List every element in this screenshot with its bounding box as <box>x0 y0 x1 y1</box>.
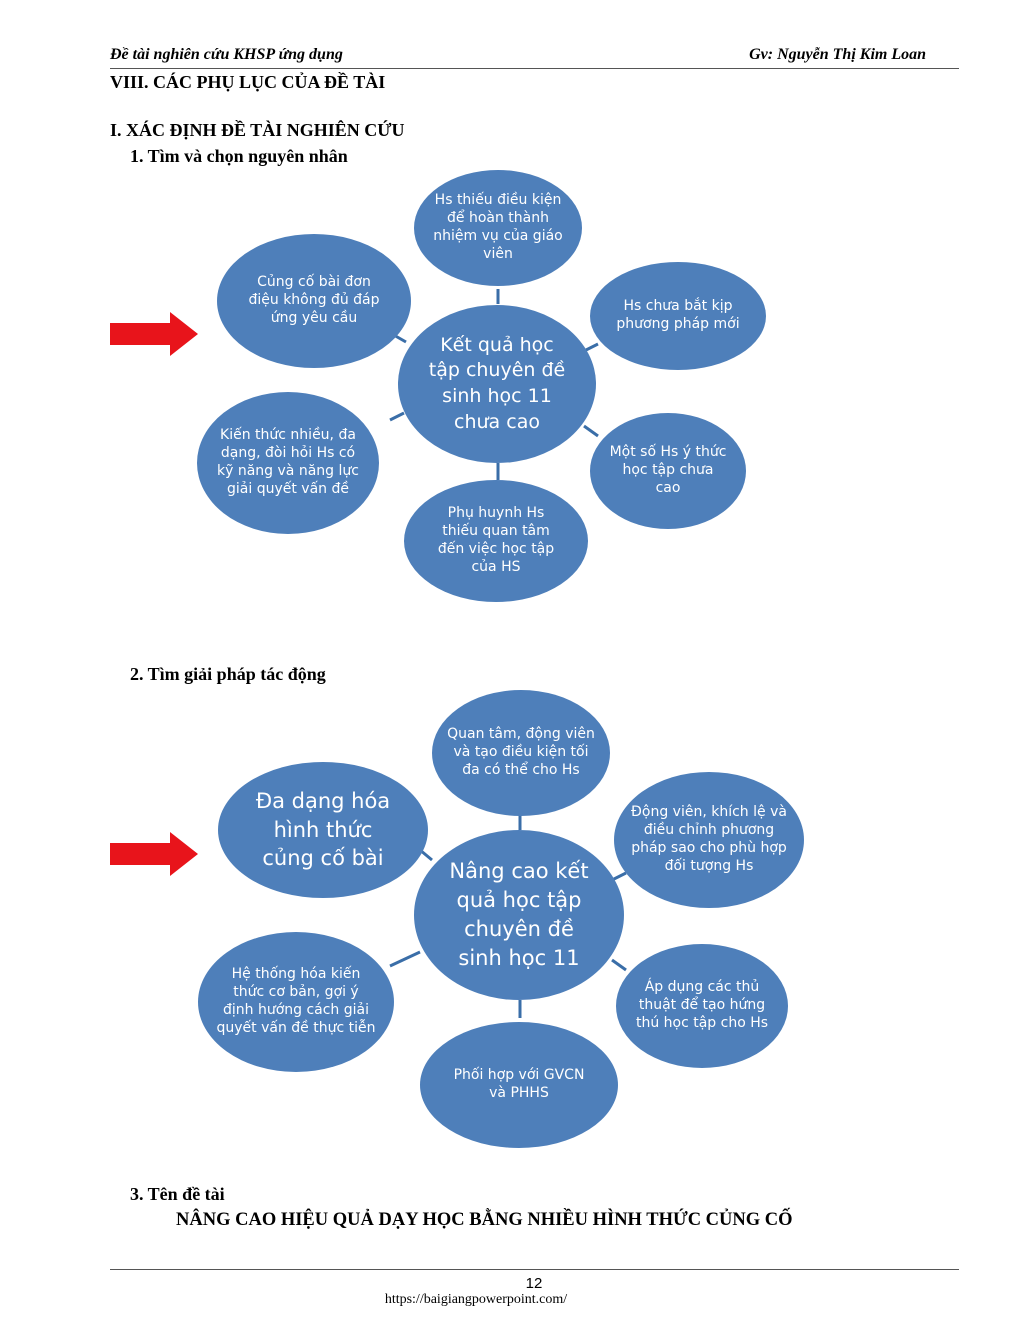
cause-top-right-bubble: Hs chưa bắt kịp phương pháp mới <box>590 262 766 370</box>
sub2-title: 2. Tìm giải pháp tác động <box>130 664 326 684</box>
connector-bottom-left <box>389 411 405 422</box>
solution-bottom-bubble: Phối hợp với GVCN và PHHS <box>420 1022 618 1148</box>
solution-center-bubble: Nâng cao kết quả học tập chuyên đề sinh … <box>414 830 624 1000</box>
solution-top-right-bubble: Động viên, khích lệ và điều chỉnh phương… <box>614 772 804 908</box>
cause-center-bubble: Kết quả học tập chuyên đề sinh học 11 ch… <box>398 305 596 463</box>
sub3-title: 3. Tên đề tài <box>130 1184 225 1204</box>
cause-top-left-bubble: Củng cố bài đơn điệu không đủ đáp ứng yê… <box>217 234 411 368</box>
header-right: Gv: Nguyễn Thị Kim Loan <box>749 46 926 63</box>
cause-bottom-right-bubble: Một số Hs ý thức học tập chưa cao <box>590 413 746 529</box>
cause-bottom-left-bubble: Kiến thức nhiều, đa dạng, đòi hỏi Hs có … <box>197 392 379 534</box>
connector-bottom-left <box>389 950 421 968</box>
solution-top-left-bubble: Đa dạng hóa hình thức củng cố bài <box>218 762 428 898</box>
solution-bottom-right-bubble: Áp dụng các thủ thuật để tạo hứng thú họ… <box>616 944 788 1068</box>
topic-title: NÂNG CAO HIỆU QUẢ DẠY HỌC BẰNG NHIỀU HÌN… <box>176 1210 793 1230</box>
page-number: 12 <box>525 1275 543 1292</box>
red-arrow-icon <box>110 312 198 356</box>
footer-rule <box>110 1269 959 1270</box>
cause-top-bubble: Hs thiếu điều kiện để hoàn thành nhiệm v… <box>414 170 582 286</box>
sub1-title: 1. Tìm và chọn nguyên nhân <box>130 146 348 166</box>
cause-diagram: Hs thiếu điều kiện để hoàn thành nhiệm v… <box>0 0 1024 620</box>
cause-bottom-bubble: Phụ huynh Hs thiếu quan tâm đến việc học… <box>404 480 588 602</box>
footer-url: https://baigiangpowerpoint.com/ <box>384 1292 568 1307</box>
red-arrow-icon <box>110 832 198 876</box>
solution-bottom-left-bubble: Hệ thống hóa kiến thức cơ bản, gợi ý địn… <box>198 932 394 1072</box>
header-rule <box>110 68 959 69</box>
solution-diagram: Quan tâm, động viên và tạo điều kiện tối… <box>110 690 804 1148</box>
connector-top-right <box>585 342 599 352</box>
section-title: VIII. CÁC PHỤ LỤC CỦA ĐỀ TÀI <box>110 72 386 92</box>
solution-top-bubble: Quan tâm, động viên và tạo điều kiện tối… <box>432 690 610 816</box>
header-left: Đề tài nghiên cứu KHSP ứng dụng <box>110 46 343 63</box>
connector-bottom-right <box>611 958 627 972</box>
part-title: I. XÁC ĐỊNH ĐỀ TÀI NGHIÊN CỨU <box>110 120 405 140</box>
connector-bottom-right <box>583 424 599 438</box>
